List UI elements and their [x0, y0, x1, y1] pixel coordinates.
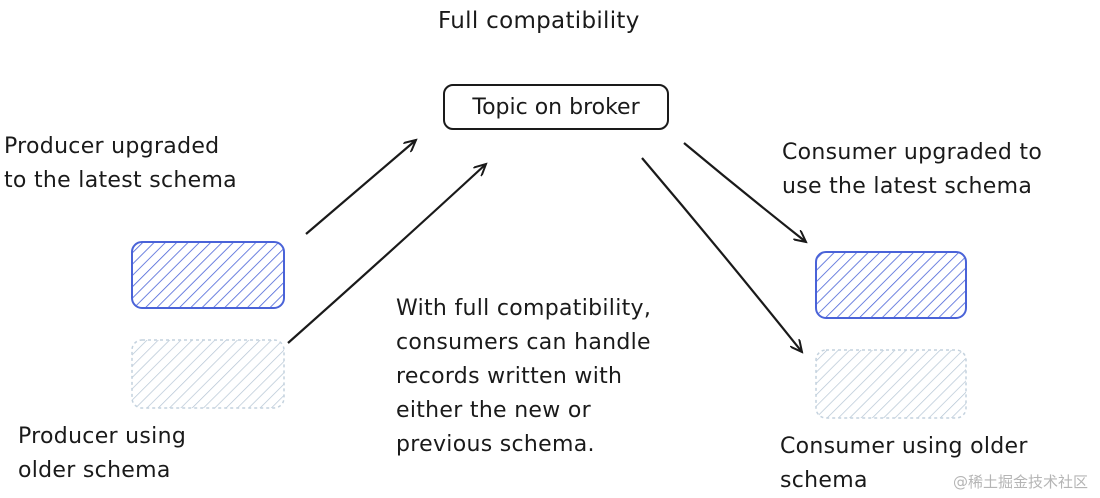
topic-label: Topic on broker	[472, 94, 640, 120]
producer-new-schema-box	[131, 241, 285, 309]
producer-upgraded-label: Producer upgraded to the latest schema	[4, 134, 237, 193]
producer-old-schema-box	[131, 339, 285, 409]
topic-on-broker-box: Topic on broker	[443, 84, 669, 130]
arrow-producer-older-to-topic	[287, 164, 486, 344]
diagram-title: Full compatibility	[438, 8, 640, 34]
consumer-upgraded-label: Consumer upgraded to use the latest sche…	[782, 140, 1043, 199]
arrow-topic-to-consumer-upgraded	[683, 142, 806, 242]
consumer-new-schema-box	[815, 251, 967, 319]
consumer-old-schema-box	[815, 349, 967, 419]
producer-older-label: Producer using older schema	[18, 424, 187, 483]
watermark: @稀土掘金技术社区	[952, 473, 1088, 491]
arrow-producer-upgraded-to-topic	[305, 140, 416, 235]
consumer-older-label: Consumer using older schema	[780, 434, 1028, 493]
arrow-topic-to-consumer-older	[641, 157, 802, 352]
compatibility-note: With full compatibility, consumers can h…	[396, 296, 652, 457]
